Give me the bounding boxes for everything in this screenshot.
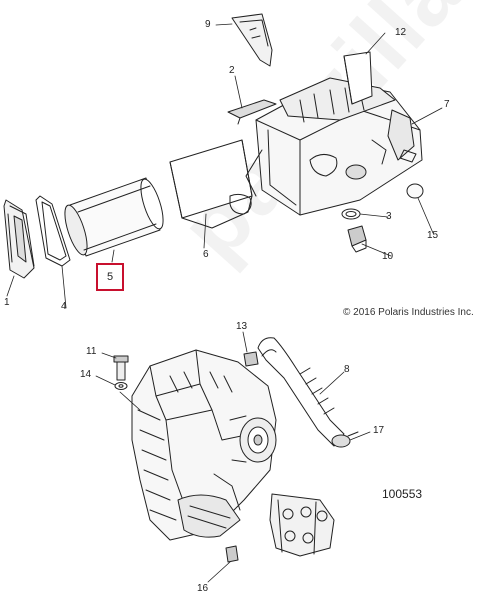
callout-1: 1	[4, 297, 10, 308]
part-14-washer	[114, 382, 128, 390]
part-16-fitting	[225, 545, 239, 563]
callout-2: 2	[229, 65, 235, 76]
callout-7: 7	[444, 99, 450, 110]
callout-17: 17	[373, 425, 385, 436]
part-6-pre-filter	[169, 139, 253, 229]
callout-6: 6	[203, 249, 209, 260]
part-12-duct	[343, 51, 373, 105]
callout-13: 13	[236, 321, 248, 332]
leader-lines	[6, 23, 443, 583]
part-3-oring	[341, 208, 361, 220]
part-13-clamp	[243, 351, 259, 367]
part-11-bolt	[113, 355, 129, 381]
engine-assembly	[131, 349, 335, 557]
callout-14: 14	[80, 369, 92, 380]
callout-4: 4	[61, 301, 67, 312]
part-1-cover	[3, 199, 35, 279]
part-9-clip	[231, 13, 273, 67]
callout-8: 8	[344, 364, 350, 375]
part-10-drain	[347, 225, 367, 253]
diagram-number: 100553	[382, 487, 423, 501]
callout-15: 15	[427, 230, 439, 241]
callout-3: 3	[386, 211, 392, 222]
part-2-latch	[227, 99, 277, 125]
part-15-plug	[406, 183, 424, 199]
copyright-text: © 2016 Polaris Industries Inc.	[343, 307, 474, 318]
callout-16: 16	[197, 583, 209, 594]
part-7-airbox	[229, 77, 423, 216]
part-5-air-filter	[64, 177, 164, 257]
callout-11: 11	[86, 346, 97, 357]
part-17-clamp	[331, 431, 359, 448]
callout-5-highlighted[interactable]: 5	[96, 263, 124, 291]
part-4-seal	[35, 195, 71, 267]
callout-12: 12	[395, 27, 407, 38]
callout-10: 10	[382, 251, 394, 262]
callout-9: 9	[205, 19, 211, 30]
